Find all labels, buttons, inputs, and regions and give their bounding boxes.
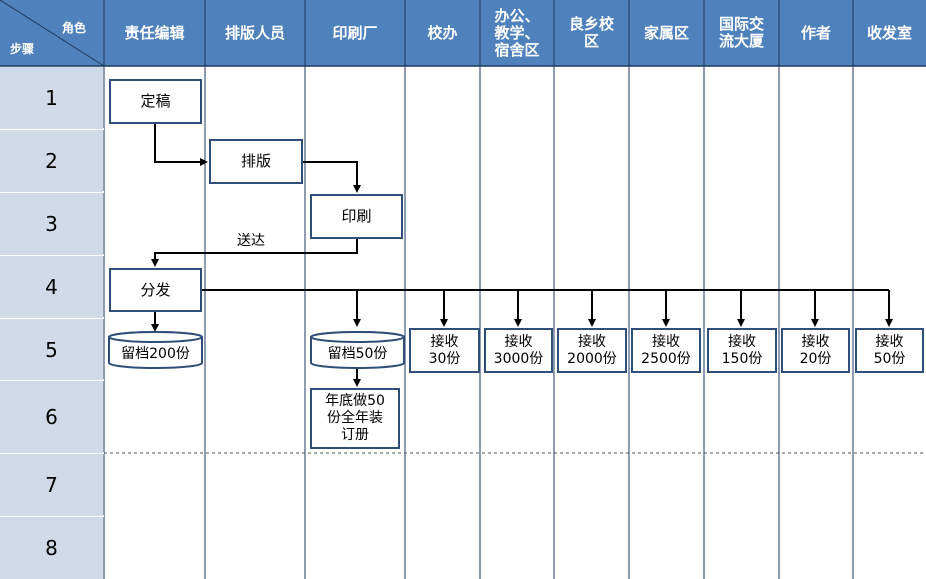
typeset-box: 排版 bbox=[209, 139, 303, 184]
col-header-typesetter: 排版人员 bbox=[224, 23, 285, 42]
receive-qty: 2000份 bbox=[567, 350, 617, 367]
receive-qty: 20份 bbox=[799, 350, 832, 367]
header-bar bbox=[0, 0, 926, 66]
distribute-box: 分发 bbox=[109, 268, 202, 312]
year-end-binding-box: 年底做50 份全年装 订册 bbox=[310, 388, 400, 449]
archive-editor-cylinder-top bbox=[108, 331, 203, 343]
receive-action: 接收 bbox=[727, 333, 756, 350]
step-7: 7 bbox=[0, 454, 103, 516]
col-header-family-area: 家属区 bbox=[643, 23, 689, 42]
step-4: 4 bbox=[0, 256, 103, 318]
receive-action: 接收 bbox=[801, 333, 830, 350]
arrow-finalize-to-typeset bbox=[154, 124, 208, 166]
step-3: 3 bbox=[0, 193, 103, 255]
receive-qty: 2500份 bbox=[641, 350, 691, 367]
col-header-liangxiang-campus: 良乡校 区 bbox=[568, 15, 614, 50]
receive-action: 接收 bbox=[577, 333, 606, 350]
receive-action: 接收 bbox=[504, 333, 533, 350]
col-header-editor: 责任编辑 bbox=[124, 23, 185, 42]
receive-action: 接收 bbox=[430, 333, 459, 350]
receive-action: 接收 bbox=[651, 333, 680, 350]
step-2: 2 bbox=[0, 130, 103, 192]
archive-editor-label: 留档200份 bbox=[121, 346, 190, 362]
arrow-print-to-distribute bbox=[151, 239, 358, 267]
finalize-box: 定稿 bbox=[109, 79, 202, 124]
archive-printer-label: 留档50份 bbox=[327, 346, 388, 362]
corner-step-label: 步骤 bbox=[10, 42, 35, 56]
receive-qty: 50份 bbox=[873, 350, 906, 367]
corner-role-label: 角色 bbox=[62, 21, 87, 35]
step-5: 5 bbox=[0, 319, 103, 380]
archive-printer-cylinder-top bbox=[310, 331, 405, 343]
col-header-author: 作者 bbox=[800, 23, 831, 42]
receive-qty: 150份 bbox=[721, 350, 763, 367]
col-header-school-office: 校办 bbox=[427, 23, 458, 42]
col-header-mailroom: 收发室 bbox=[866, 23, 912, 42]
receive-action: 接收 bbox=[875, 333, 904, 350]
step-6: 6 bbox=[0, 381, 103, 453]
col-header-printer: 印刷厂 bbox=[332, 23, 378, 42]
step-8: 8 bbox=[0, 517, 103, 579]
receive-qty: 3000份 bbox=[493, 350, 544, 367]
corner-diagonal bbox=[0, 0, 105, 67]
deliver-label: 送达 bbox=[237, 233, 265, 249]
col-header-intl-exchange: 国际交 流大厦 bbox=[718, 15, 764, 50]
col-header-office-teaching-dorm: 办公、 教学、 宿舍区 bbox=[494, 6, 540, 59]
print-box: 印刷 bbox=[310, 194, 403, 239]
arrow-typeset-to-print bbox=[303, 161, 361, 193]
receive-qty: 30份 bbox=[428, 350, 461, 367]
step-1: 1 bbox=[0, 67, 103, 129]
